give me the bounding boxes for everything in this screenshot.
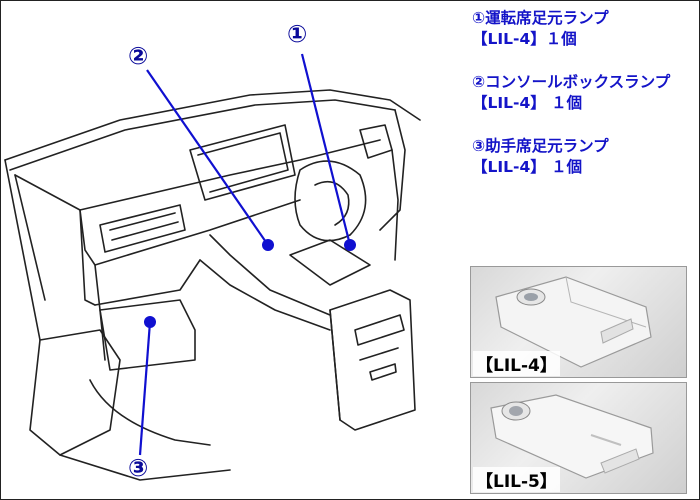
legend-title: ③助手席足元ランプ bbox=[472, 137, 609, 155]
marker-1: ① bbox=[287, 20, 308, 48]
lamp-unit-icon bbox=[490, 394, 654, 479]
marker-3: ③ bbox=[128, 454, 149, 482]
photo-label: 【LIL-5】 bbox=[473, 467, 560, 492]
legend-item-1: ①運転席足元ランプ 【LIL-4】１個 bbox=[472, 8, 697, 50]
legend-item-2: ②コンソールボックスランプ 【LIL-4】 １個 bbox=[472, 72, 697, 114]
legend-title: ①運転席足元ランプ bbox=[472, 9, 609, 27]
legend-title: ②コンソールボックスランプ bbox=[472, 73, 671, 91]
marker-2: ② bbox=[128, 42, 149, 70]
legend: ①運転席足元ランプ 【LIL-4】１個 ②コンソールボックスランプ 【LIL-4… bbox=[472, 8, 697, 200]
photo-lil-4: 【LIL-4】 bbox=[470, 266, 687, 378]
lamp-unit-icon bbox=[495, 276, 652, 368]
car-interior-drawing bbox=[4, 53, 421, 481]
legend-part: 【LIL-4】１個 bbox=[472, 30, 577, 48]
legend-part: 【LIL-4】 １個 bbox=[472, 158, 583, 176]
legend-item-3: ③助手席足元ランプ 【LIL-4】 １個 bbox=[472, 136, 697, 178]
photo-lil-5: 【LIL-5】 bbox=[470, 382, 687, 494]
photo-label: 【LIL-4】 bbox=[473, 351, 560, 376]
legend-part: 【LIL-4】 １個 bbox=[472, 94, 583, 112]
